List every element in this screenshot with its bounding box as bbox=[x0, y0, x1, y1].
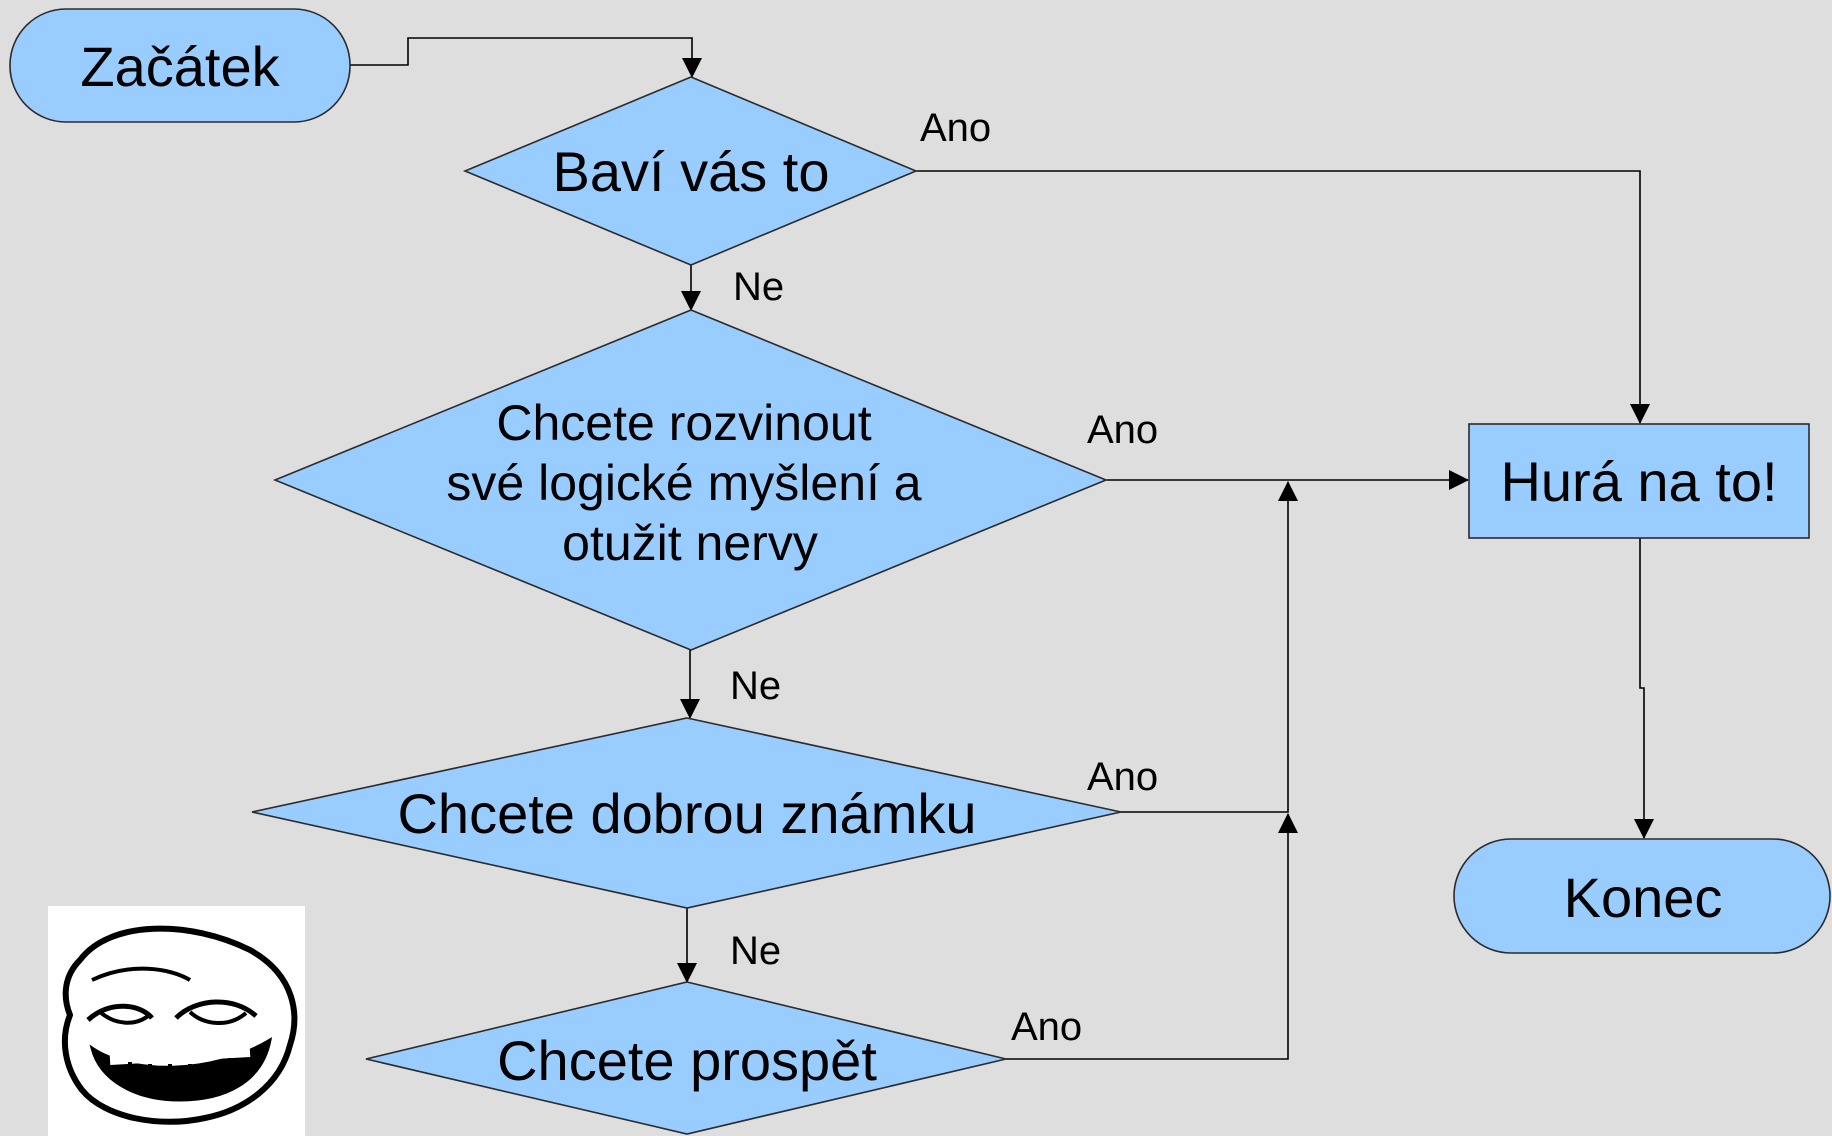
edge-go-to-end bbox=[1634, 538, 1654, 839]
edge-label-q4-yes: Ano bbox=[1011, 1005, 1082, 1049]
start-label: Začátek bbox=[80, 35, 280, 98]
edge-start-to-q1 bbox=[350, 37, 702, 78]
edge-label-q1-yes: Ano bbox=[920, 106, 991, 150]
end-label: Konec bbox=[1564, 866, 1723, 929]
edge-q4-yes bbox=[1006, 813, 1298, 1060]
decision-q4: Chcete prospět bbox=[365, 981, 1007, 1135]
trollface-icon bbox=[48, 906, 305, 1136]
edge-label-q1-no: Ne bbox=[733, 265, 784, 309]
decision-q1-label: Baví vás to bbox=[552, 140, 829, 203]
decision-q2-label-line1: Chcete rozvinout bbox=[496, 395, 871, 451]
edge-label-q3-no: Ne bbox=[730, 929, 781, 973]
process-go-label: Hurá na to! bbox=[1500, 450, 1777, 513]
edge-label-q2-no: Ne bbox=[730, 664, 781, 708]
decision-q1: Baví vás to bbox=[462, 76, 919, 266]
decision-q2-label-line3: otužit nervy bbox=[562, 515, 818, 571]
decision-q3: Chcete dobrou známku bbox=[251, 717, 1122, 909]
edge-label-q3-yes: Ano bbox=[1087, 755, 1158, 799]
decision-q2: Chcete rozvinout své logické myšlení a o… bbox=[272, 309, 1109, 651]
edge-q3-yes bbox=[1121, 481, 1298, 813]
edge-label-q2-yes: Ano bbox=[1087, 408, 1158, 452]
process-go: Hurá na to! bbox=[1468, 423, 1810, 539]
decision-q3-label: Chcete dobrou známku bbox=[397, 782, 976, 845]
end-node: Konec bbox=[1453, 838, 1831, 954]
edge-q1-yes bbox=[916, 170, 1650, 424]
decision-q2-label-line2: své logické myšlení a bbox=[446, 455, 921, 511]
start-node: Začátek bbox=[9, 8, 351, 123]
decision-q4-label: Chcete prospět bbox=[497, 1029, 877, 1092]
